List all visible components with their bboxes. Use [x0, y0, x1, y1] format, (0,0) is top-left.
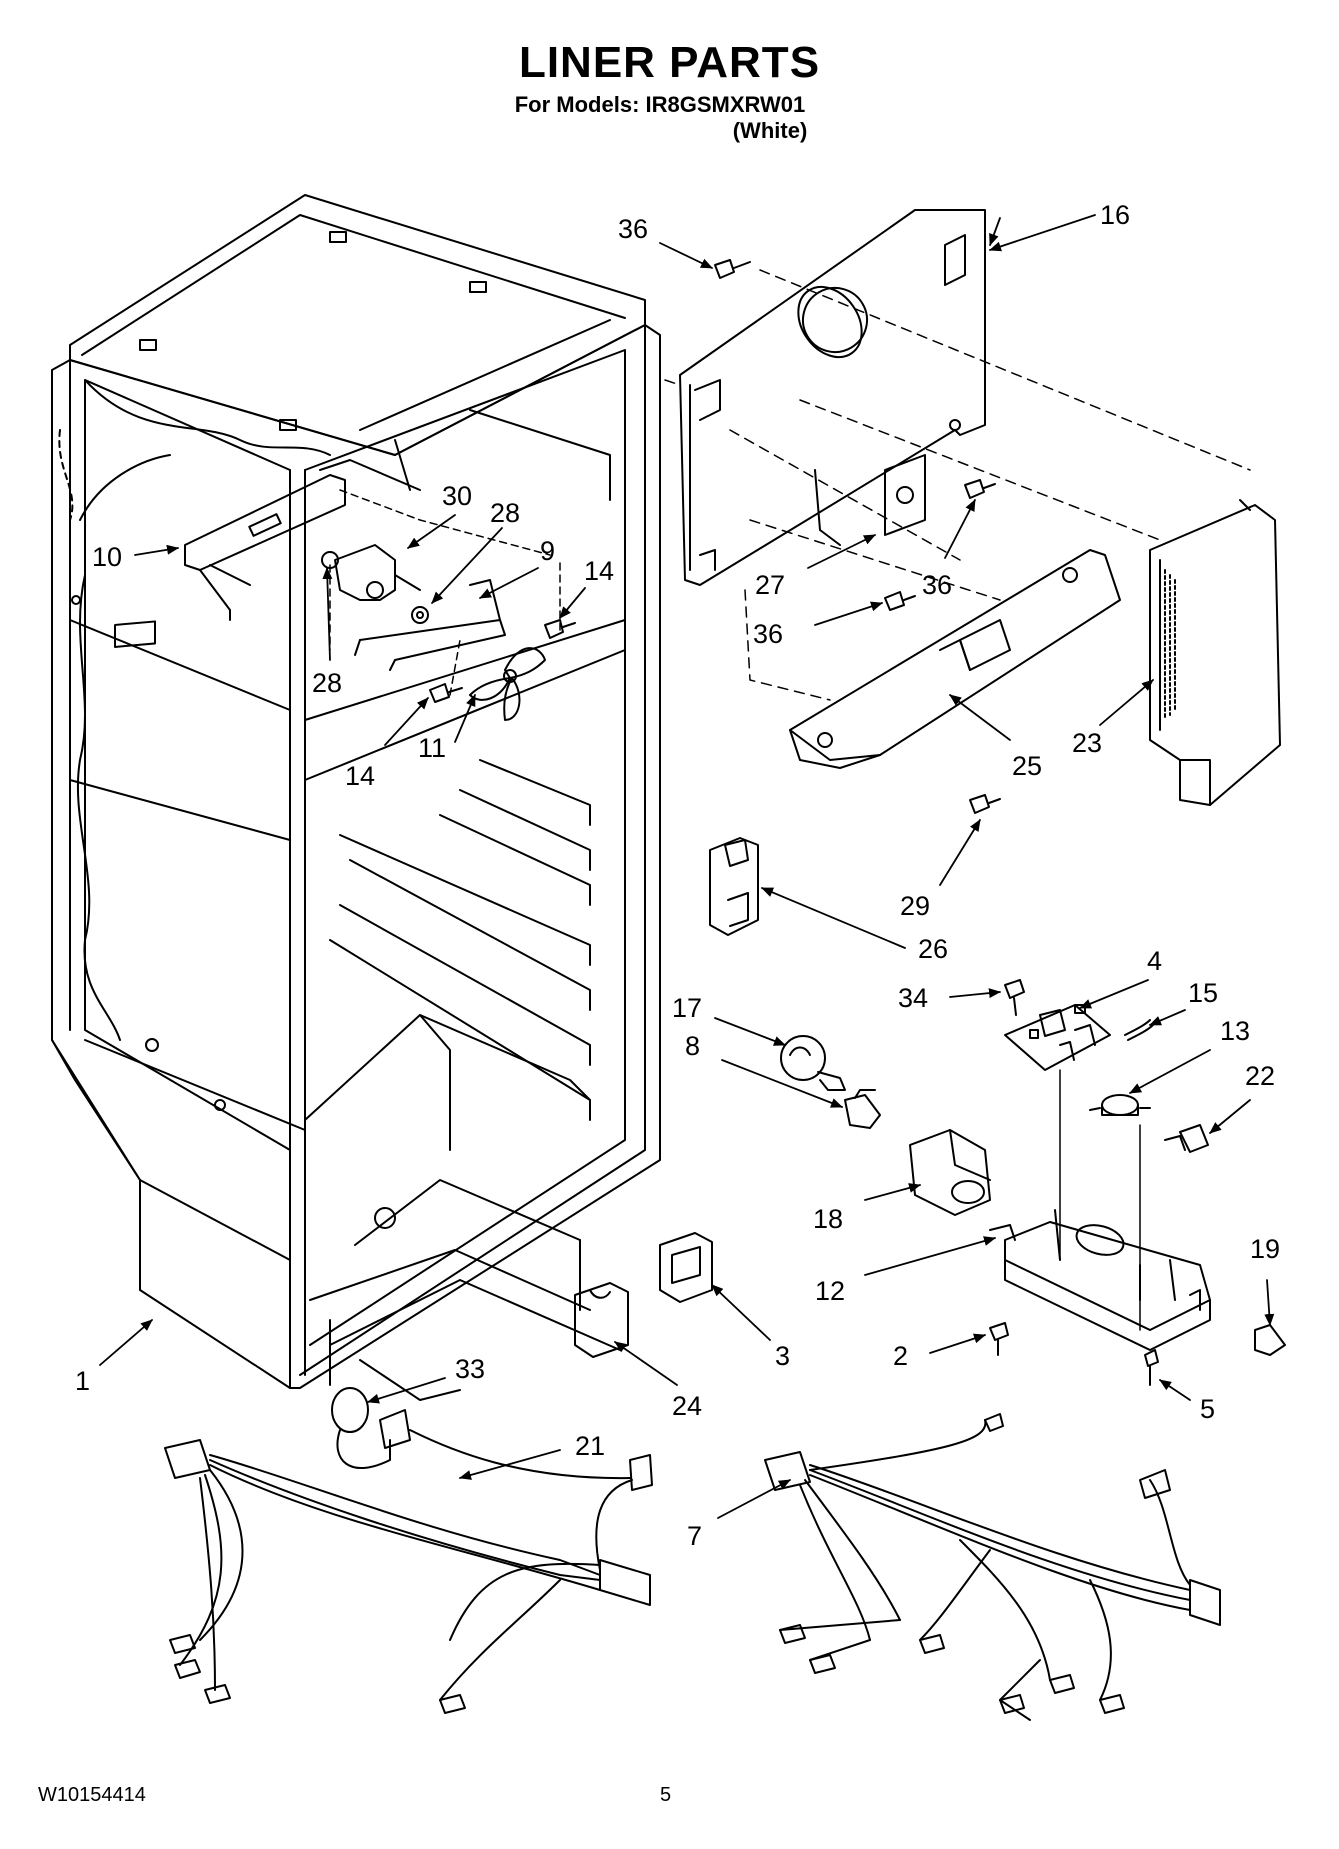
- control-housing-12: [989, 1209, 1211, 1351]
- callout-9: 9: [540, 536, 555, 566]
- callout-11: 11: [418, 733, 446, 763]
- connector-3: [659, 1232, 713, 1303]
- light-shield-18: [909, 1129, 991, 1216]
- screw-2: [989, 1322, 1009, 1356]
- callout-19: 19: [1250, 1234, 1280, 1264]
- leader-arrows: [99, 214, 1275, 1519]
- callout-10: 10: [92, 542, 122, 572]
- screw-34: [1004, 979, 1025, 1016]
- callout-29: 29: [900, 891, 930, 921]
- screw-36-center: [964, 479, 996, 499]
- callout-34: 34: [898, 983, 928, 1013]
- callout-14-lower: 14: [345, 761, 375, 791]
- motor-bracket-9: [354, 579, 506, 671]
- control-board-4: [1004, 1004, 1111, 1071]
- model-variant: (White): [732, 118, 808, 143]
- callout-28-lower: 28: [312, 668, 342, 698]
- callout-14-upper: 14: [584, 556, 614, 586]
- screw-5: [1144, 1349, 1159, 1386]
- models-line: For Models: IR8GSMXRW01: [514, 92, 806, 117]
- page-number: 5: [660, 1784, 672, 1806]
- damper-bracket-10: [184, 459, 421, 621]
- callout-25: 25: [1012, 751, 1042, 781]
- callout-18: 18: [813, 1204, 843, 1234]
- callout-3: 3: [775, 1341, 790, 1371]
- callout-36-top: 36: [618, 214, 648, 244]
- callout-4: 4: [1147, 946, 1162, 976]
- callout-1: 1: [75, 1366, 90, 1396]
- callout-5: 5: [1200, 1394, 1215, 1424]
- callout-36-center: 36: [922, 570, 952, 600]
- lamp-socket-8: [844, 1089, 881, 1129]
- light-switch-26: [709, 837, 759, 936]
- callout-2: 2: [893, 1341, 908, 1371]
- callout-33: 33: [455, 1354, 485, 1384]
- callout-8: 8: [685, 1031, 700, 1061]
- callout-22: 22: [1245, 1061, 1275, 1091]
- callout-12: 12: [815, 1276, 845, 1306]
- callout-26: 26: [918, 934, 948, 964]
- wire-harness-7: [764, 1413, 1221, 1721]
- alignment-lines-rear: [664, 269, 1251, 701]
- callout-30: 30: [442, 481, 472, 511]
- callout-13: 13: [1220, 1016, 1250, 1046]
- fixture-lines: [1059, 1069, 1141, 1331]
- callout-24: 24: [672, 1391, 702, 1421]
- callout-27: 27: [755, 570, 785, 600]
- connector-22: [1164, 1124, 1209, 1153]
- light-bulb-17: [780, 1035, 846, 1091]
- callout-15: 15: [1188, 978, 1218, 1008]
- grommet-28-upper: [411, 606, 429, 624]
- callout-28-upper: 28: [490, 498, 520, 528]
- thermistor-13: [1089, 1094, 1151, 1116]
- screw-14-left: [429, 683, 463, 703]
- air-duct-cover-25: [789, 549, 1121, 769]
- callout-23: 23: [1072, 728, 1102, 758]
- screw-29: [969, 794, 1001, 814]
- wire-harness-21: [164, 1409, 653, 1714]
- screw-14-right: [544, 619, 576, 639]
- switch-24: [574, 1282, 629, 1358]
- screw-36-top: [714, 259, 751, 279]
- wire-tie-15: [1124, 1019, 1154, 1041]
- callout-17: 17: [672, 993, 702, 1023]
- document-number: W10154414: [38, 1784, 146, 1806]
- rear-cover-16: [679, 209, 986, 586]
- plug-19: [1254, 1324, 1286, 1356]
- callout-21: 21: [575, 1431, 605, 1461]
- alignment-lines-upper: [329, 489, 561, 696]
- callout-36-lower: 36: [753, 619, 783, 649]
- callout-7: 7: [687, 1521, 702, 1551]
- thermostat-33: [331, 1387, 391, 1470]
- liner-cabinet: [51, 194, 661, 1401]
- screw-36-lower: [884, 591, 916, 611]
- evaporator-cover-23: [1149, 499, 1281, 806]
- callout-16: 16: [1100, 200, 1130, 230]
- fan-motor-30: [321, 544, 421, 601]
- page-title: LINER PARTS: [518, 38, 821, 87]
- callout-labels: 36 16 10 30 28 9 14 27 36 36 28 14 11 23…: [75, 200, 1280, 1551]
